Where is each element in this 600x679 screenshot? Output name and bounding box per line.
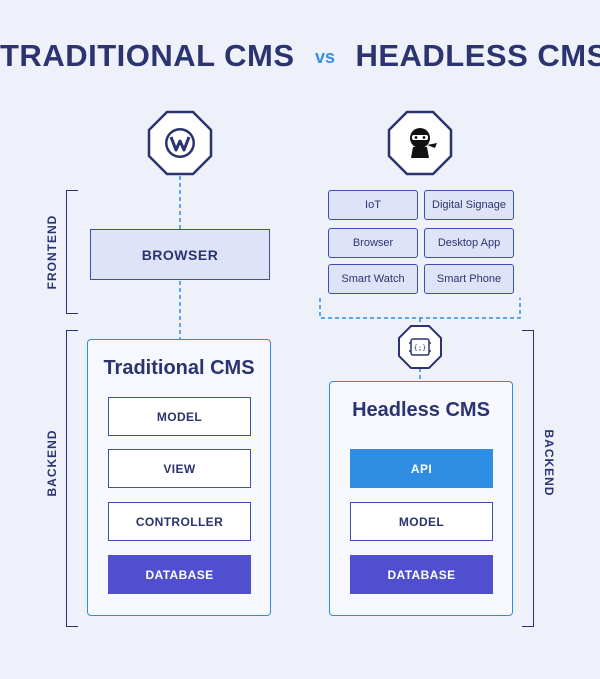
title-vs: vs [314,47,336,67]
layer-view: VIEW [108,449,251,488]
api-connector-icon: {;} [398,325,442,369]
ninja-mascot-icon [387,110,453,176]
wordpress-logo-badge [147,110,213,176]
backend-left-bracket [66,330,78,627]
layer-database: DATABASE [108,555,251,594]
backend-right-label: BACKEND [542,429,556,497]
page-title: TRADITIONAL CMS vs HEADLESS CMS [0,38,600,74]
devices-bracket-dashed [319,298,521,319]
wordpress-icon [147,110,213,176]
title-traditional: TRADITIONAL CMS [0,38,295,73]
api-code-glyph: {;} [414,344,427,352]
device-digital-signage: Digital Signage [424,190,514,220]
ninja-logo-badge [387,110,453,176]
layer-model: MODEL [108,397,251,436]
backend-right-bracket [522,330,534,627]
layer-controller: CONTROLLER [108,502,251,541]
traditional-cms-title: Traditional CMS [103,357,255,379]
device-smart-watch: Smart Watch [328,264,418,294]
frontend-label: FRONTEND [45,214,59,290]
backend-left-label: BACKEND [45,429,59,497]
device-smart-phone: Smart Phone [424,264,514,294]
title-headless: HEADLESS CMS [355,38,600,73]
headless-layer-model: MODEL [350,502,493,541]
layer-api: API [350,449,493,488]
device-browser: Browser [328,228,418,258]
headless-layer-database: DATABASE [350,555,493,594]
device-iot: IoT [328,190,418,220]
headless-cms-title: Headless CMS [352,399,490,421]
device-desktop-app: Desktop App [424,228,514,258]
frontend-bracket [66,190,78,314]
browser-box: BROWSER [90,229,270,280]
